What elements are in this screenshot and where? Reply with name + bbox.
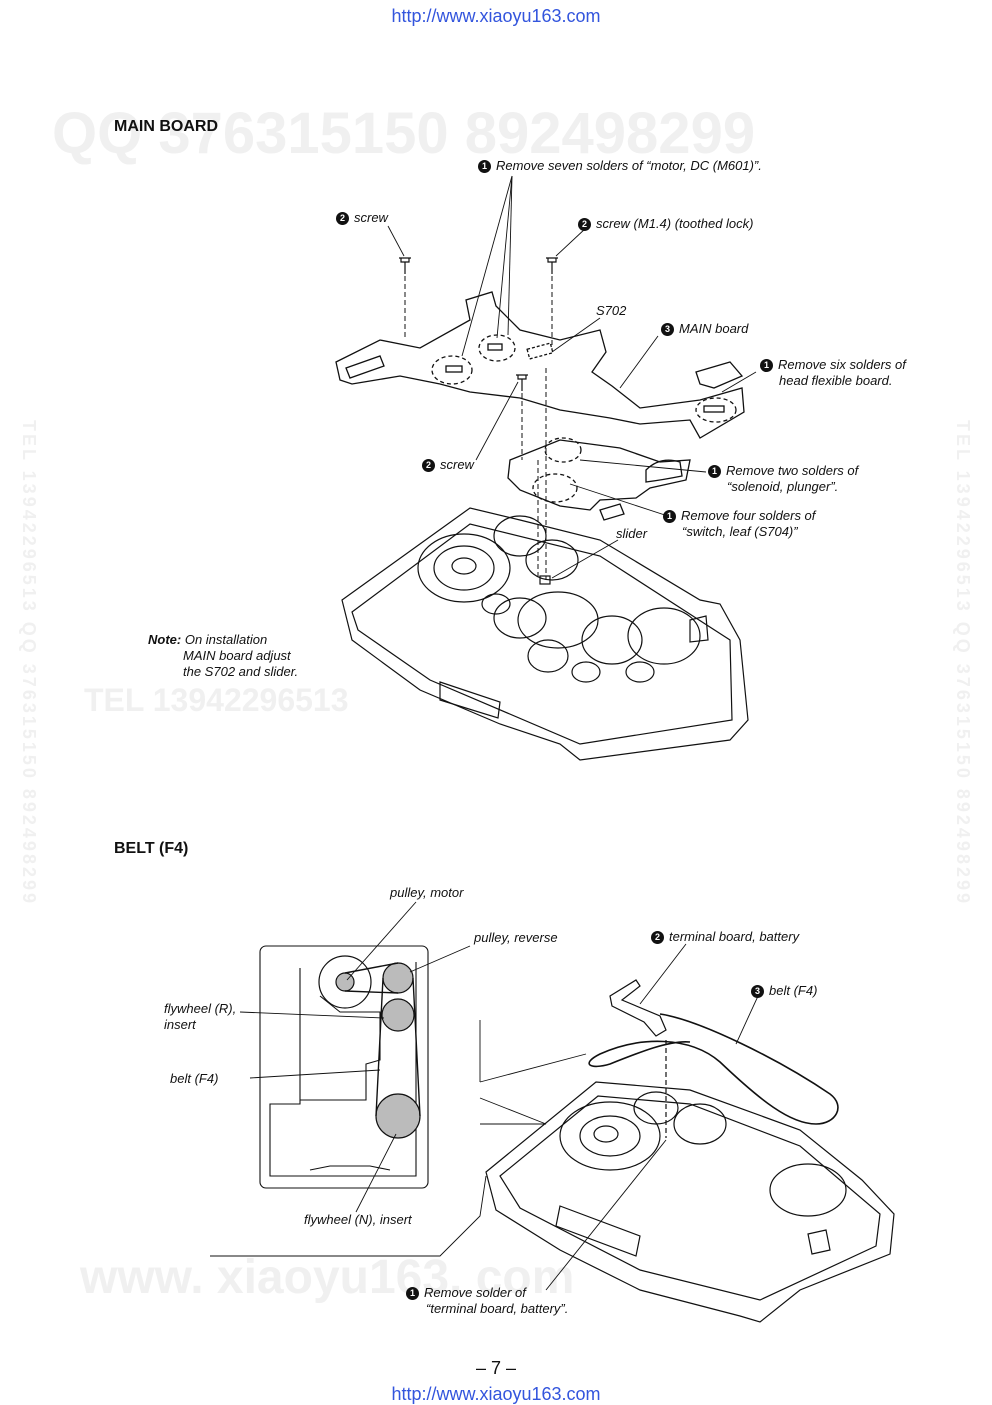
step-number-badge: 2 bbox=[422, 459, 435, 472]
step-number-badge: 1 bbox=[708, 465, 721, 478]
label-motor-solders-text: Remove seven solders of “motor, DC (M601… bbox=[496, 158, 762, 173]
step-number-badge: 3 bbox=[661, 323, 674, 336]
note-line3: the S702 and slider. bbox=[183, 664, 299, 679]
label-remove-solder-line2: “terminal board, battery”. bbox=[426, 1301, 569, 1316]
main-board-pcb bbox=[335, 291, 745, 439]
watermark-www: www. xiaoyu163. com bbox=[80, 1251, 575, 1304]
header-url[interactable]: http://www.xiaoyu163.com bbox=[391, 6, 601, 26]
label-s702: S702 bbox=[596, 303, 627, 318]
label-head-flex-line2: head flexible board. bbox=[779, 373, 893, 388]
footer-url[interactable]: http://www.xiaoyu163.com bbox=[391, 1384, 601, 1404]
step-number-badge: 2 bbox=[578, 218, 591, 231]
label-screw-m14: 2 screw (M1.4) (toothed lock) bbox=[578, 216, 754, 232]
label-switch-leaf-line2: “switch, leaf (S704)” bbox=[682, 524, 798, 539]
belt-f4-loop bbox=[588, 1013, 839, 1125]
deck-chassis bbox=[341, 507, 749, 761]
note-line1: On installation bbox=[184, 632, 268, 647]
label-flywheel-r-line2: insert bbox=[164, 1017, 196, 1032]
label-terminal-board-text: terminal board, battery bbox=[669, 929, 800, 944]
label-screw-center-text: screw bbox=[440, 457, 474, 472]
label-remove-solder: 1 Remove solder of bbox=[406, 1285, 526, 1301]
label-motor-solders: 1 Remove seven solders of “motor, DC (M60… bbox=[478, 158, 762, 174]
label-flywheel-n: flywheel (N), insert bbox=[304, 1212, 412, 1227]
note-label: Note: bbox=[148, 632, 182, 647]
label-screw-left-text: screw bbox=[354, 210, 388, 225]
belt-inset-leaders bbox=[239, 901, 471, 1213]
main-board-leaders bbox=[387, 175, 757, 579]
sub-board-pcb bbox=[507, 437, 691, 521]
screw-shapes bbox=[399, 257, 558, 391]
label-main-board-text: MAIN board bbox=[679, 321, 749, 336]
step-number-badge: 3 bbox=[751, 985, 764, 998]
watermark-tel: TEL 13942296513 bbox=[84, 682, 349, 718]
step-number-badge: 2 bbox=[336, 212, 349, 225]
label-remove-solder-line1: Remove solder of bbox=[424, 1285, 526, 1300]
alignment-dashes bbox=[404, 276, 553, 580]
label-solenoid-line1: Remove two solders of bbox=[726, 463, 859, 478]
label-pulley-reverse: pulley, reverse bbox=[474, 930, 558, 945]
label-main-board: 3 MAIN board bbox=[661, 321, 748, 337]
terminal-board-shape bbox=[609, 979, 667, 1138]
belt-inset bbox=[259, 945, 429, 1189]
step-number-badge: 1 bbox=[663, 510, 676, 523]
label-head-flex: 1 Remove six solders of bbox=[760, 357, 906, 373]
step-number-badge: 2 bbox=[651, 931, 664, 944]
label-solenoid: 1 Remove two solders of bbox=[708, 463, 858, 479]
label-slider: slider bbox=[616, 526, 648, 541]
projection-lines bbox=[210, 1020, 587, 1257]
label-belt-f4-right-text: belt (F4) bbox=[769, 983, 818, 998]
label-switch-leaf-line1: Remove four solders of bbox=[681, 508, 816, 523]
label-belt-f4-left: belt (F4) bbox=[170, 1071, 219, 1086]
belt-title: BELT (F4) bbox=[114, 840, 189, 857]
label-screw-left: 2 screw bbox=[336, 210, 388, 226]
page-number: – 7 – bbox=[475, 1358, 517, 1378]
label-solenoid-line2: “solenoid, plunger”. bbox=[727, 479, 839, 494]
deck-chassis-belt bbox=[485, 1081, 895, 1323]
step-number-badge: 1 bbox=[760, 359, 773, 372]
belt-right-leaders bbox=[545, 943, 759, 1291]
main-board-title: MAIN BOARD bbox=[114, 118, 218, 135]
watermark-side-right: TEL 13942296513 QQ 376315150 892498299 bbox=[953, 420, 973, 906]
label-switch-leaf: 1 Remove four solders of bbox=[663, 508, 815, 524]
label-terminal-board: 2 terminal board, battery bbox=[651, 929, 799, 945]
label-flywheel-r: flywheel (R), bbox=[164, 1001, 237, 1016]
label-belt-f4-right: 3 belt (F4) bbox=[751, 983, 817, 999]
watermark-side-left: TEL 13942296513 QQ 376315150 892498299 bbox=[19, 420, 39, 906]
watermark-qq: QQ 376315150 892498299 bbox=[52, 101, 756, 166]
installation-note: Note: On installation MAIN board adjust … bbox=[148, 632, 298, 680]
step-number-badge: 1 bbox=[478, 160, 491, 173]
step-number-badge: 1 bbox=[406, 1287, 419, 1300]
label-screw-m14-text: screw (M1.4) (toothed lock) bbox=[596, 216, 754, 231]
note-line2: MAIN board adjust bbox=[183, 648, 291, 663]
label-head-flex-line1: Remove six solders of bbox=[778, 357, 906, 372]
label-pulley-motor: pulley, motor bbox=[390, 885, 464, 900]
label-screw-center: 2 screw bbox=[422, 457, 474, 473]
